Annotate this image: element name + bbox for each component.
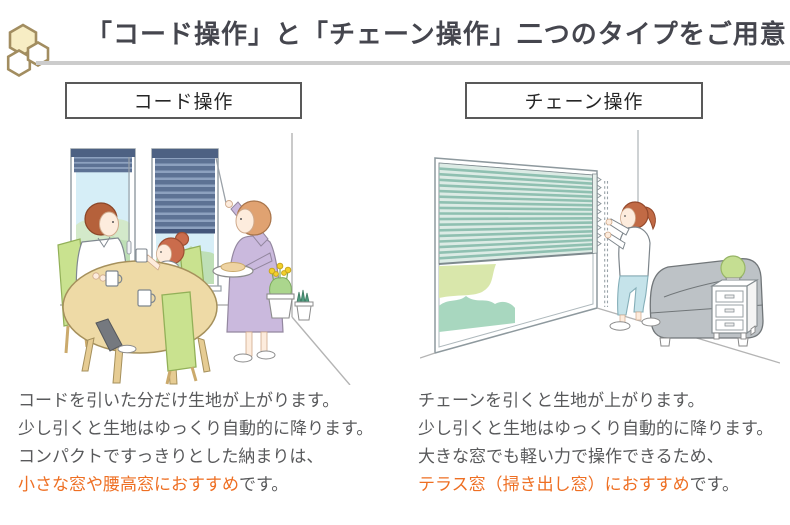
pull-chain	[604, 181, 609, 307]
pleat-edge	[596, 176, 602, 247]
page-title: 「コード操作」と「チェーン操作」二つのタイプをご用意	[86, 19, 787, 49]
page-header: 「コード操作」と「チェーン操作」二つのタイプをご用意	[0, 0, 790, 78]
chain-operation-illustration	[420, 130, 780, 364]
large-window	[434, 157, 602, 354]
cord-operation-description: コードを引いた分だけ生地が上がります。 少し引くと生地はゆっくり自動的に降ります…	[18, 387, 395, 499]
cord-operation-title: コード操作	[133, 92, 234, 113]
mugs	[105, 248, 161, 307]
desc-line: コンパクトですっきりとした納まりは、	[18, 447, 324, 466]
desc-line: コードを引いた分だけ生地が上がります。	[18, 391, 340, 410]
mother-pulling-cord	[212, 200, 284, 363]
desc-line: 大きな窓でも軽い力で操作できるため、	[418, 447, 724, 466]
front-chair	[161, 291, 198, 385]
chain-operation-title: チェーン操作	[524, 92, 644, 113]
cord-operation-column: コード操作	[0, 66, 395, 499]
desc-suffix: です。	[239, 475, 289, 494]
bush-green	[439, 296, 515, 332]
desc-suffix: です。	[689, 475, 739, 494]
desc-line: 少し引くと生地はゆっくり自動的に降ります。	[18, 419, 374, 438]
desc-highlight: 小さな窓や腰高窓におすすめ	[18, 475, 239, 494]
desc-line: 少し引くと生地はゆっくり自動的に降ります。	[418, 419, 774, 438]
father-legs	[92, 272, 137, 354]
potted-plants	[266, 262, 314, 321]
cord-operation-title-box: コード操作	[65, 82, 302, 119]
desc-line: テラス窓（掃き出し窓）におすすめです。	[418, 471, 790, 499]
desc-line: チェーンを引くと生地が上がります。	[418, 391, 705, 410]
woman-pulling-chain	[604, 201, 661, 331]
header-divider	[36, 61, 790, 65]
desc-highlight: テラス窓（掃き出し窓）におすすめ	[418, 475, 690, 494]
desc-line: 小さな窓や腰高窓におすすめです。	[18, 471, 395, 499]
plant	[720, 255, 746, 281]
cord-operation-illustration	[57, 133, 351, 385]
content-columns: コード操作	[0, 66, 790, 499]
honeycomb-icon	[6, 23, 50, 78]
chain-operation-column: チェーン操作	[395, 66, 790, 499]
pull-cord	[215, 157, 227, 204]
chain-operation-title-box: チェーン操作	[465, 82, 703, 119]
tree-yellowgreen	[439, 264, 496, 298]
pleated-shade	[438, 162, 602, 265]
side-cabinet	[710, 255, 759, 340]
chain-operation-description: チェーンを引くと生地が上がります。 少し引くと生地はゆっくり自動的に降ります。 …	[418, 387, 790, 499]
